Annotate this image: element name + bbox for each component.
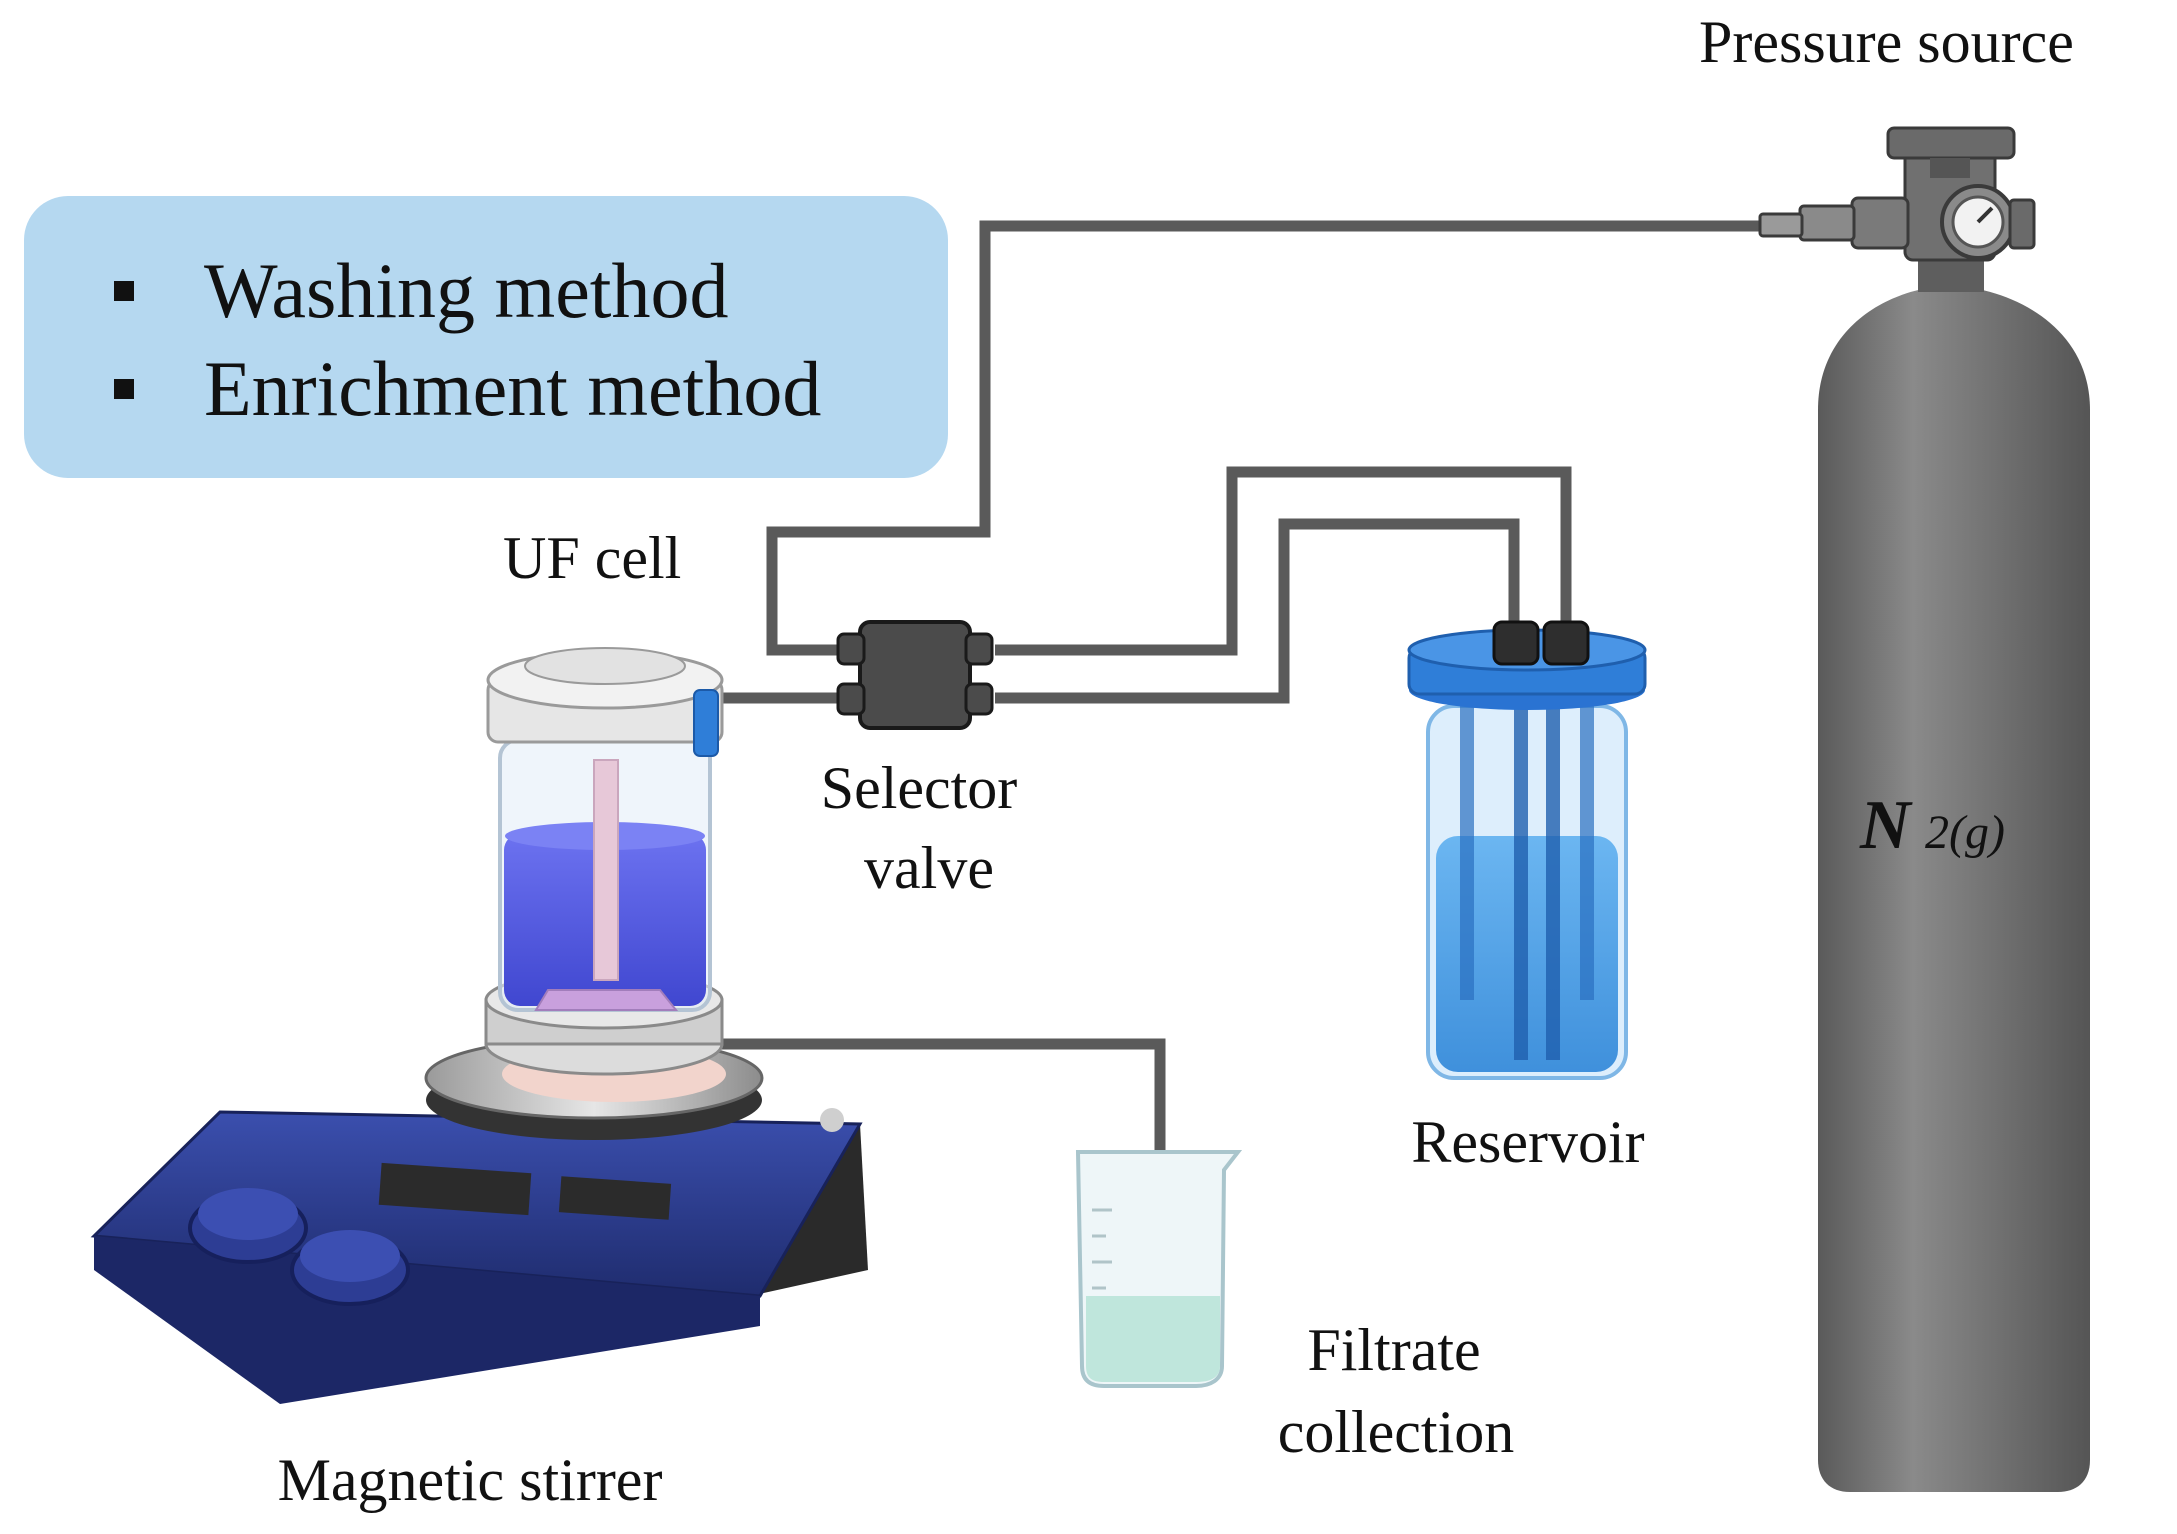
legend-label-enrichment: Enrichment method	[204, 345, 822, 432]
magnetic-stirrer	[90, 1036, 868, 1404]
reservoir-line-tube-inner	[995, 518, 1520, 704]
filtrate-label-line2: collection	[1278, 1399, 1515, 1465]
cylinder-gas-subscript: 2(g)	[1925, 806, 2005, 859]
reservoir-vessel	[1407, 620, 1647, 1080]
filtrate-beaker	[1075, 1150, 1243, 1388]
methods-legend-box: Washing method Enrichment method	[24, 196, 948, 478]
selector-valve	[836, 620, 994, 730]
bullet-icon	[114, 379, 134, 399]
legend-item-washing: Washing method	[114, 246, 728, 336]
pressure-source-label: Pressure source	[1699, 9, 2074, 75]
legend-item-enrichment: Enrichment method	[114, 344, 821, 434]
bullet-icon	[114, 281, 134, 301]
legend-label-washing: Washing method	[204, 247, 729, 334]
selector-valve-label-line2: valve	[864, 835, 994, 901]
gas-line-tube	[766, 220, 1762, 656]
reservoir-line-tube-outer	[995, 466, 1572, 656]
selector-valve-label-line1: Selector	[821, 755, 1018, 821]
reservoir-label: Reservoir	[1411, 1109, 1644, 1175]
cylinder-gas-label: N	[1859, 787, 1913, 864]
uf-cell-label: UF cell	[503, 525, 681, 591]
filtrate-line-tube	[720, 1038, 1166, 1158]
nitrogen-cylinder	[1758, 126, 2090, 1492]
magnetic-stirrer-label: Magnetic stirrer	[278, 1447, 663, 1513]
tubing	[712, 220, 1762, 1158]
uf-cell	[484, 647, 724, 1076]
filtrate-label-line1: Filtrate	[1307, 1317, 1480, 1383]
